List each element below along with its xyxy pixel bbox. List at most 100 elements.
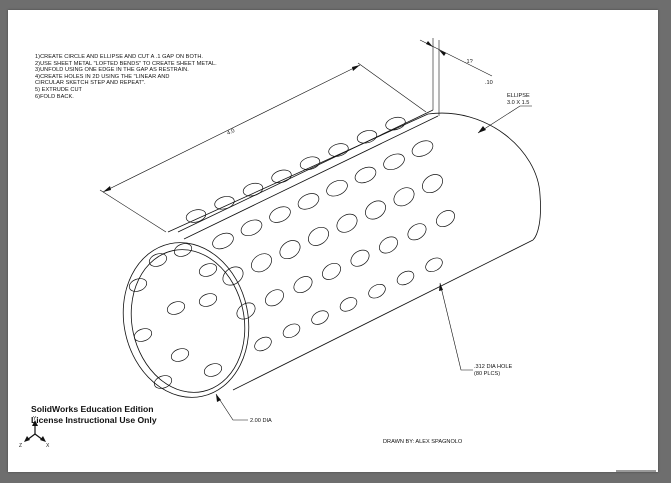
- hole: [269, 206, 291, 223]
- gap-seam-b: [183, 115, 439, 240]
- arrowhead: [24, 436, 30, 442]
- hole: [240, 219, 263, 237]
- hole: [173, 243, 193, 257]
- note-line: CIRCULAR SKETCH STEP AND REPEAT".: [35, 80, 146, 87]
- hole: [436, 210, 455, 228]
- length-dim-text: 4.0: [226, 128, 236, 137]
- hole: [311, 310, 329, 325]
- hole: [265, 289, 284, 307]
- hole: [385, 116, 406, 131]
- hole: [350, 249, 370, 267]
- hole: [133, 328, 153, 342]
- isometric-drawing: 4.0 .1? .10 ELLIPSE 3.0 X 1.5 .312 DIA H…: [19, 38, 541, 449]
- hole: [336, 213, 358, 233]
- circle-callout: 2.00 DIA: [215, 393, 272, 424]
- hole: [322, 262, 341, 280]
- gap-seam-a: [177, 109, 434, 233]
- hole: [185, 209, 207, 223]
- watermark-line-1: SolidWorks Education Edition: [31, 404, 154, 414]
- note-line: 3)UNFOLD USING ONE EDGE IN THE GAP AS RE…: [35, 67, 189, 74]
- hole: [128, 278, 148, 292]
- hole: [166, 301, 186, 315]
- circle-leader: [215, 393, 248, 421]
- hole-count: (80 PLCS): [474, 371, 500, 377]
- tube-body: [122, 109, 541, 398]
- arrowhead: [32, 420, 38, 426]
- ellipse-leader: [477, 105, 532, 134]
- hole: [271, 169, 292, 184]
- hole: [368, 283, 386, 299]
- hole: [214, 196, 235, 210]
- ellipse-size: 3.0 X 1.5: [507, 100, 529, 106]
- triad-z-label: Z: [19, 443, 22, 449]
- hole: [279, 240, 301, 260]
- hole: [393, 187, 415, 207]
- arrowhead: [439, 283, 443, 291]
- front-circle-end-inner: [130, 249, 246, 393]
- hole: [297, 193, 320, 210]
- hole: [411, 140, 434, 157]
- hole: [354, 166, 377, 184]
- hole: [425, 257, 443, 273]
- tube-bottom-edge: [232, 239, 534, 391]
- hole: [383, 153, 405, 171]
- arrowhead: [439, 50, 446, 56]
- hole: [282, 323, 301, 339]
- drawing-sheet: 4.0 .1? .10 ELLIPSE 3.0 X 1.5 .312 DIA H…: [8, 10, 658, 472]
- ellipse-callout: ELLIPSE 3.0 X 1.5: [477, 93, 532, 134]
- length-ext-line-left: [99, 189, 167, 233]
- hole: [236, 302, 256, 320]
- arrowhead: [478, 126, 486, 133]
- front-circle-end-outer: [122, 242, 250, 398]
- length-dim-line: [102, 64, 361, 193]
- note-line: 6)FOLD BACK.: [35, 93, 74, 100]
- arrowhead: [103, 186, 111, 192]
- arrowhead: [426, 41, 433, 47]
- drawing-notes: 1)CREATE CIRCLE AND ELLIPSE AND CUT A .1…: [35, 54, 217, 100]
- hole: [170, 348, 190, 362]
- hole: [222, 266, 244, 286]
- back-ellipse-end: [427, 112, 541, 241]
- coordinate-triad: Y Z X: [19, 416, 50, 449]
- hole: [299, 156, 321, 170]
- hole: [212, 232, 234, 250]
- hole-pattern: [128, 116, 455, 389]
- hole-label: .312 DIA HOLE: [474, 364, 513, 370]
- hole: [407, 223, 427, 241]
- hole: [203, 363, 223, 377]
- hole: [379, 236, 398, 254]
- education-watermark: SolidWorks Education Edition License Ins…: [31, 404, 157, 426]
- hole: [198, 293, 218, 307]
- hole: [293, 276, 313, 294]
- length-dimension: 4.0: [99, 62, 427, 233]
- hole: [198, 263, 218, 277]
- hole-leader: [439, 282, 473, 371]
- hole: [365, 200, 386, 220]
- hole: [153, 375, 173, 389]
- sheet-edge: [616, 470, 656, 472]
- hole: [339, 297, 358, 312]
- tube-top-edge: [167, 113, 429, 233]
- hole: [242, 182, 264, 197]
- note-line: 2)USE SHEET METAL "LOFTED BENDS" TO CREA…: [35, 60, 217, 67]
- note-line: 5) EXTRUDE CUT: [35, 86, 83, 93]
- hole: [254, 336, 272, 352]
- gap-text: .10: [485, 80, 493, 86]
- hole: [326, 179, 348, 197]
- hole: [251, 253, 272, 273]
- gap-small-text: .1?: [465, 59, 473, 65]
- ellipse-label: ELLIPSE: [507, 93, 530, 99]
- hole: [328, 143, 349, 157]
- hole: [148, 253, 168, 267]
- hole: [308, 226, 329, 246]
- drawn-by: DRAWN BY: ALEX SPAGNOLO: [383, 439, 463, 445]
- watermark-line-2: License Instructional Use Only: [31, 415, 157, 425]
- length-ext-line-right: [357, 62, 427, 113]
- arrowhead: [40, 436, 46, 442]
- hole: [356, 130, 378, 144]
- note-line: 4)CREATE HOLES IN 2D USING THE "LINEAR A…: [35, 73, 170, 80]
- gap-dimension: .1? .10: [419, 38, 493, 116]
- hole: [422, 174, 443, 194]
- hole-callout: .312 DIA HOLE (80 PLCS): [439, 282, 513, 377]
- arrowhead: [352, 65, 360, 71]
